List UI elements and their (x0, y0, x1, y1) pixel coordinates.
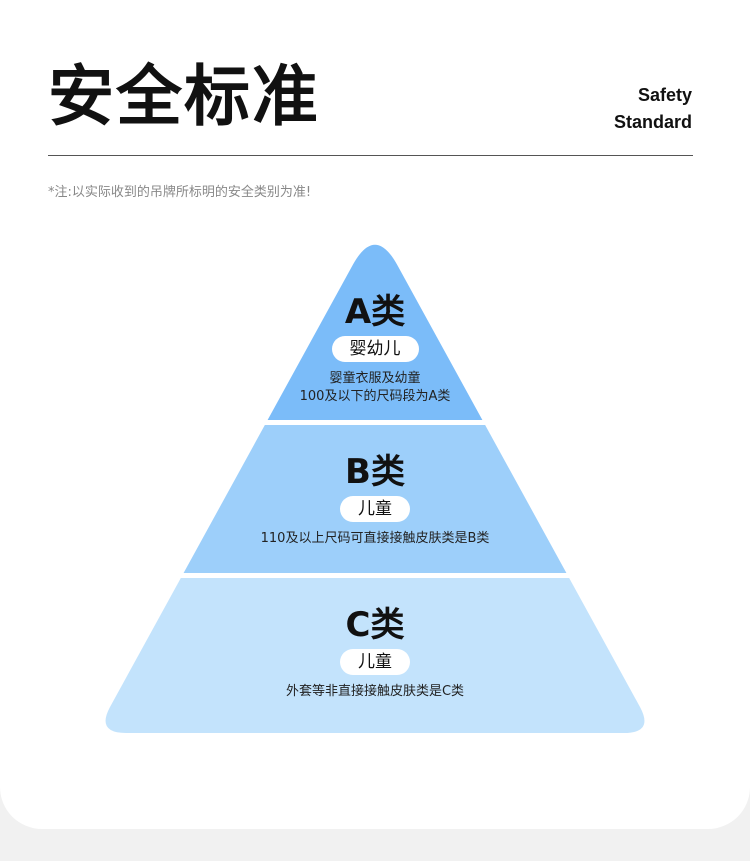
tier-class-label: A类 (344, 292, 406, 332)
tier-description: 外套等非直接接触皮肤类是C类 (0, 683, 750, 701)
tier-a: A类 婴幼儿 婴童衣服及幼童 100及以下的尺码段为A类 (0, 292, 750, 406)
subtitle-line-2: Standard (613, 112, 692, 132)
subtitle-line-1: Safety (637, 85, 692, 105)
desc-line: 100及以下的尺码段为A类 (299, 389, 451, 404)
desc-line: 110及以上尺码可直接接触皮肤类是B类 (260, 531, 490, 546)
tier-group-pill: 儿童 (340, 496, 410, 522)
page-title: 安全标准 (48, 58, 320, 135)
tier-description: 婴童衣服及幼童 100及以下的尺码段为A类 (0, 370, 750, 406)
tier-class-label: B类 (345, 452, 405, 492)
desc-line: 婴童衣服及幼童 (329, 371, 421, 386)
tier-b: B类 儿童 110及以上尺码可直接接触皮肤类是B类 (0, 452, 750, 548)
tier-group-pill: 儿童 (340, 649, 410, 675)
tier-class-label: C类 (345, 605, 405, 645)
tier-c: C类 儿童 外套等非直接接触皮肤类是C类 (0, 605, 750, 701)
tier-description: 110及以上尺码可直接接触皮肤类是B类 (0, 530, 750, 548)
desc-line: 外套等非直接接触皮肤类是C类 (285, 684, 465, 699)
divider (48, 155, 693, 156)
page-subtitle: Safety Standard (614, 82, 692, 136)
tier-group-pill: 婴幼儿 (331, 336, 419, 362)
safety-note: *注:以实际收到的吊牌所标明的安全类别为准! (48, 185, 312, 200)
